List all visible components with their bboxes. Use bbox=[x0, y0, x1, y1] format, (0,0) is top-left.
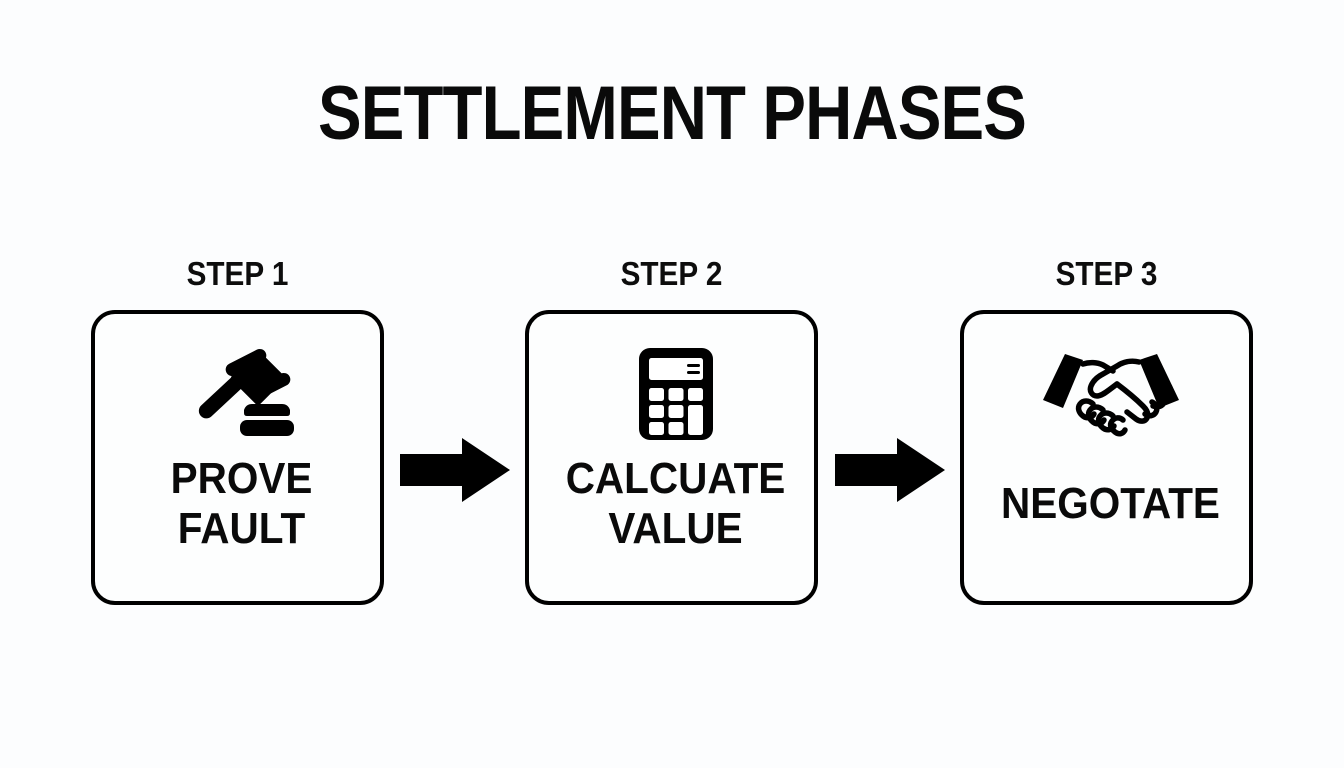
calculator-icon bbox=[529, 344, 822, 444]
arrow-step2-to-step3-icon bbox=[835, 438, 945, 502]
step-1-card[interactable]: PROVE FAULT bbox=[91, 310, 384, 605]
arrow-step1-to-step2-icon bbox=[400, 438, 510, 502]
step-1-caption: PROVE FAULT bbox=[107, 454, 377, 554]
step-1: STEP 1 bbox=[91, 250, 384, 610]
handshake-icon bbox=[964, 344, 1257, 444]
step-2-caption: CALCUATE VALUE bbox=[541, 454, 811, 554]
step-2-card[interactable]: CALCUATE VALUE bbox=[525, 310, 818, 605]
step-3-caption: NEGOTATE bbox=[976, 479, 1246, 529]
step-3: STEP 3 bbox=[960, 250, 1253, 610]
step-1-caption-line-1: PROVE bbox=[170, 454, 313, 503]
step-2-caption-line-1: CALCUATE bbox=[565, 454, 786, 503]
step-3-caption-line-1: NEGOTATE bbox=[1001, 479, 1220, 528]
step-2: STEP 2 bbox=[525, 250, 818, 610]
step-1-caption-line-2: FAULT bbox=[177, 504, 306, 553]
step-2-caption-line-2: VALUE bbox=[608, 504, 743, 553]
step-1-label: STEP 1 bbox=[186, 255, 289, 292]
step-3-label: STEP 3 bbox=[1055, 255, 1158, 292]
steps-row: STEP 1 bbox=[0, 250, 1344, 610]
step-3-card[interactable]: NEGOTATE bbox=[960, 310, 1253, 605]
gavel-icon bbox=[95, 344, 388, 444]
page-title: SETTLEMENT PHASES bbox=[317, 71, 1027, 156]
step-2-label: STEP 2 bbox=[620, 255, 723, 292]
